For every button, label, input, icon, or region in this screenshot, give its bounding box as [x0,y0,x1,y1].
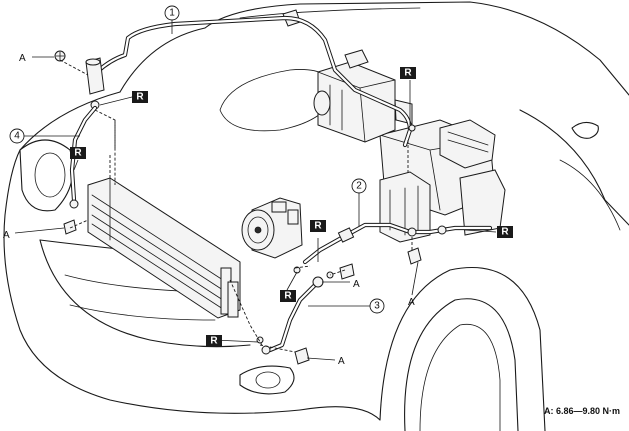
hvac-unit [282,9,506,243]
svg-text:R: R [314,221,322,232]
cooler-pipe-4 [69,105,98,209]
cooler-pipe-1 [94,15,413,148]
replace-mark-r-5: R [280,290,296,302]
bolt-a-compressor [339,263,355,280]
bolt-a-bottom [294,347,310,365]
svg-text:3: 3 [374,301,380,312]
torque-specification: A: 6.86—9.80 N·m [544,406,620,416]
callout-2: 2 [351,178,367,194]
svg-text:R: R [74,148,82,159]
condenser [87,120,241,319]
cooler-pipe-2 [302,222,493,265]
svg-text:R: R [136,92,144,103]
callout-4: 4 [9,128,25,144]
svg-text:4: 4 [14,131,20,142]
bolt-label-a-top-left: A [19,53,26,64]
bolt-label-a-right: A [408,297,415,308]
bolt-label-a-left: A [3,230,10,241]
svg-text:R: R [501,227,509,238]
callout-3: 3 [369,298,385,314]
bolt-a-left [63,219,77,235]
receiver-drier [85,57,105,110]
vehicle-body-outline [3,1,629,431]
bolts [54,50,422,365]
replace-mark-r-6: R [497,226,513,238]
bolt-a-top-left [54,50,66,62]
replace-mark-r-1: R [132,91,148,103]
replace-mark-r-3: R [70,147,86,159]
replace-mark-r-4: R [310,220,326,232]
svg-text:R: R [210,336,218,347]
svg-text:2: 2 [356,181,362,192]
replace-mark-r-2: R [400,67,416,79]
bolt-a-right [407,247,422,265]
bolt-label-a-compressor: A [353,279,360,290]
bolt-label-a-bottom: A [338,356,345,367]
svg-text:R: R [404,68,412,79]
assembly-guides [59,59,413,353]
leader-lines [14,20,497,361]
cooler-pipe-3 [261,276,324,355]
callout-1: 1 [164,5,180,21]
svg-text:R: R [284,291,292,302]
svg-text:1: 1 [169,8,175,19]
ac-compressor [241,197,303,259]
replace-mark-r-7: R [206,335,222,347]
